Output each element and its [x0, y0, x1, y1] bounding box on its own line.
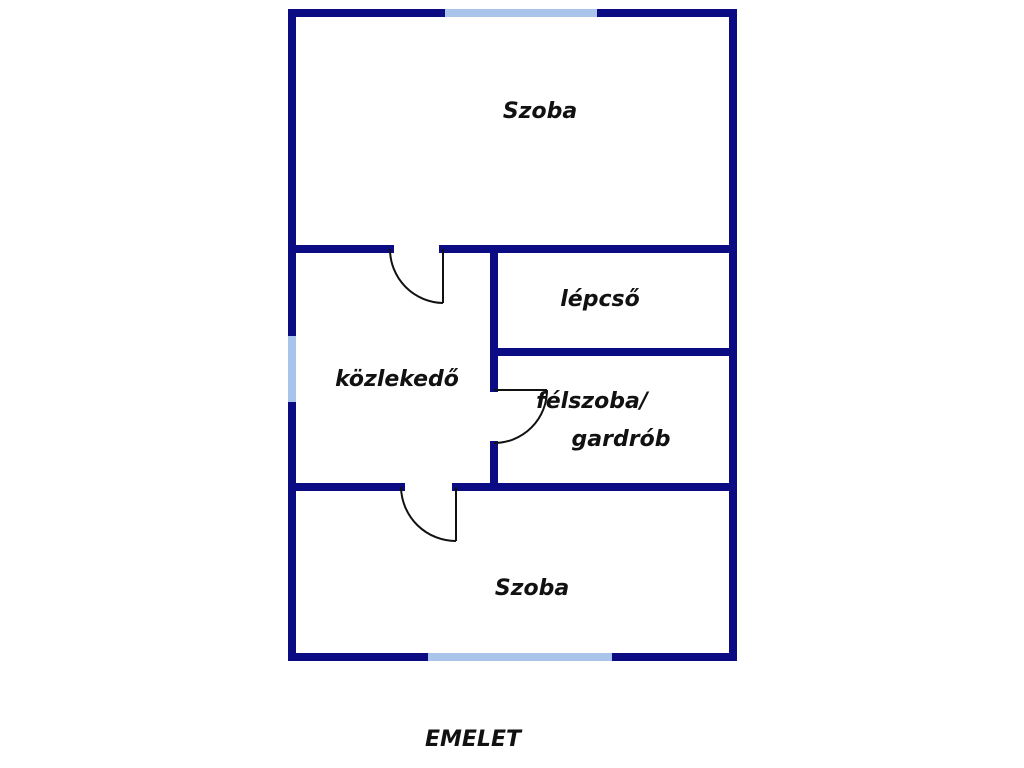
room-label-half-room-line2: gardrób: [572, 427, 671, 452]
room-label-hallway: közlekedő: [335, 367, 459, 392]
door-half-room: [493, 389, 548, 444]
floor-label: EMELET: [425, 727, 523, 752]
room-label-top-room: Szoba: [503, 99, 577, 124]
room-label-half-room-line1: félszoba/: [536, 389, 650, 414]
room-label-bottom-room: Szoba: [495, 576, 569, 601]
door-bottom-room: [400, 486, 457, 542]
room-label-stairs: lépcső: [560, 287, 639, 312]
door-top-room: [389, 248, 444, 304]
